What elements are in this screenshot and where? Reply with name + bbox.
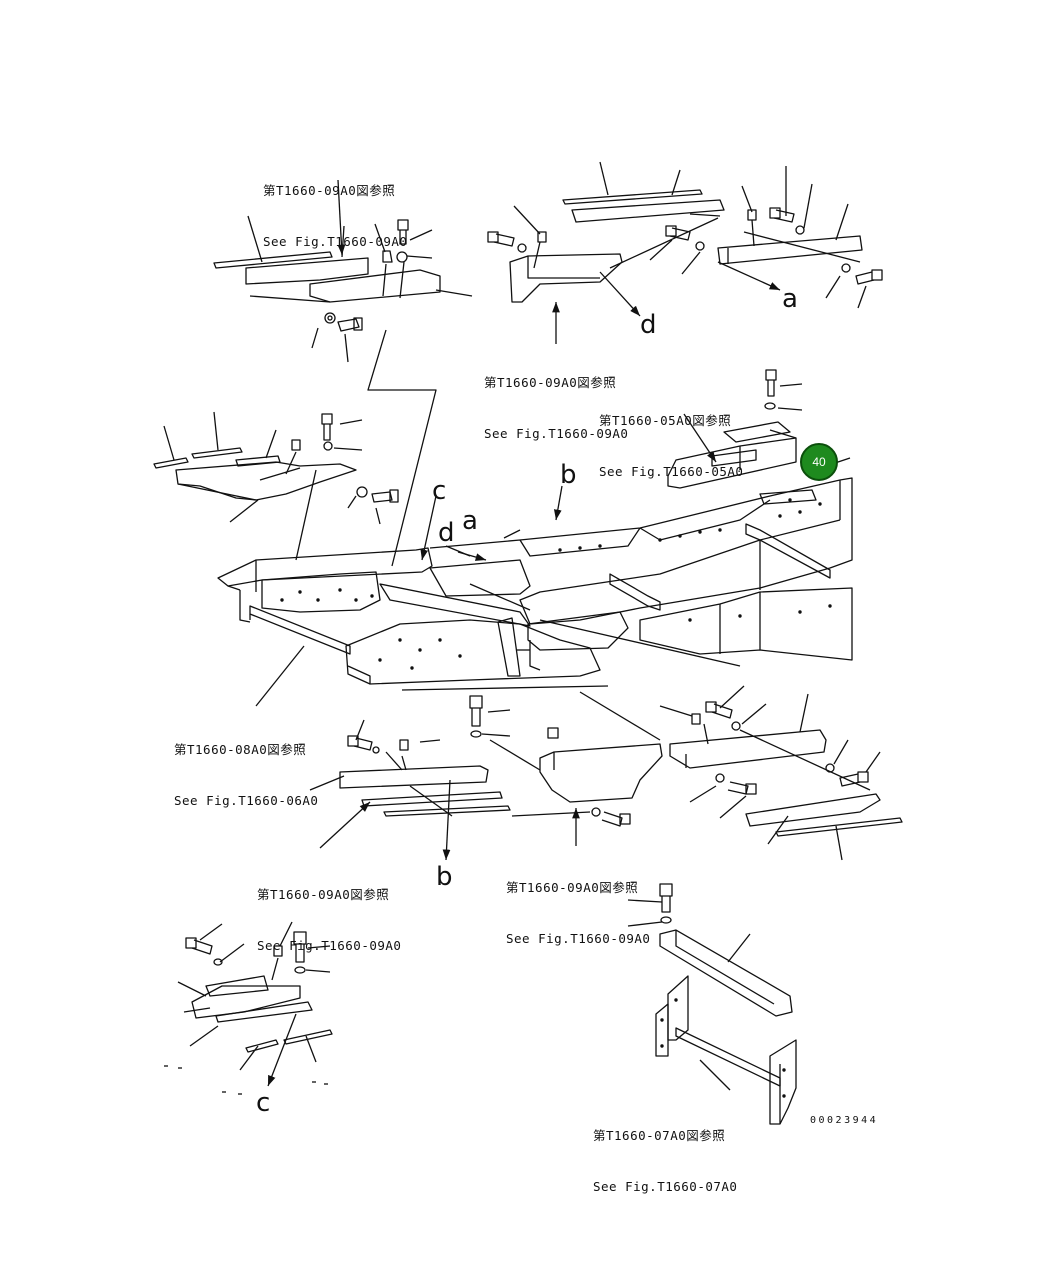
cover-assembly-bottom-left-center: [309, 719, 511, 861]
section-letter-b: b: [436, 862, 453, 892]
cover-05a0: [667, 369, 851, 505]
arrow-d: [457, 551, 487, 561]
cover-assembly-top-center: [487, 161, 883, 344]
section-letter-c: c: [432, 476, 447, 506]
reference-en: See Fig.T1660-09A0: [263, 234, 408, 249]
reference-note: 第T1660-07A0図参照 See Fig.T1660-07A0: [593, 1093, 737, 1212]
reference-en: See Fig.T1660-06A0: [174, 793, 319, 808]
reference-jp: 第T1660-09A0図参照: [506, 880, 639, 895]
document-number: 00023944: [810, 1115, 879, 1126]
reference-note: 第T1660-09A0図参照 See Fig.T1660-09A0: [263, 148, 407, 267]
section-letter-d: d: [438, 518, 455, 548]
main-frame: [217, 477, 853, 691]
stand-assembly-07a0: [627, 883, 797, 1125]
reference-note: 第T1660-09A0図参照 See Fig.T1660-09A0: [257, 852, 401, 971]
reference-en: See Fig.T1660-07A0: [593, 1179, 738, 1194]
section-letter-a: a: [782, 284, 798, 314]
section-letter-d: d: [640, 310, 657, 340]
reference-en: See Fig.T1660-05A0: [599, 464, 744, 479]
cover-assembly-bottom-center: [469, 691, 663, 846]
reference-note: 第T1660-08A0図参照 See Fig.T1660-06A0: [174, 707, 318, 826]
reference-en: See Fig.T1660-09A0: [484, 426, 629, 441]
reference-en: See Fig.T1660-09A0: [257, 938, 402, 953]
bracket-assembly-right-bottom: [659, 685, 903, 861]
reference-note: 第T1660-09A0図参照 See Fig.T1660-09A0: [506, 845, 650, 964]
reference-jp: 第T1660-05A0図参照: [599, 413, 732, 428]
reference-jp: 第T1660-08A0図参照: [174, 742, 307, 757]
reference-jp: 第T1660-09A0図参照: [263, 183, 396, 198]
reference-note: 第T1660-05A0図参照 See Fig.T1660-05A0: [599, 378, 743, 497]
cover-assembly-left-upper: [153, 411, 399, 561]
reference-jp: 第T1660-07A0図参照: [593, 1128, 726, 1143]
section-letter-a: a: [462, 506, 478, 536]
leader-line-4: [255, 645, 305, 707]
arrow-b: [553, 485, 563, 521]
part-callout-40[interactable]: 40: [800, 443, 838, 481]
section-letter-c: c: [256, 1088, 271, 1118]
section-letter-b: b: [560, 460, 577, 490]
leader-line-1: [367, 329, 437, 567]
leader-line-3: [503, 529, 521, 539]
reference-jp: 第T1660-09A0図参照: [257, 887, 390, 902]
reference-jp: 第T1660-09A0図参照: [484, 375, 617, 390]
reference-en: See Fig.T1660-09A0: [506, 931, 651, 946]
cover-assembly-top-left: [213, 179, 473, 363]
arrow-c: [420, 495, 437, 561]
cover-assembly-bottom-left: [164, 921, 333, 1095]
reference-note: 第T1660-09A0図参照 See Fig.T1660-09A0: [484, 340, 628, 459]
